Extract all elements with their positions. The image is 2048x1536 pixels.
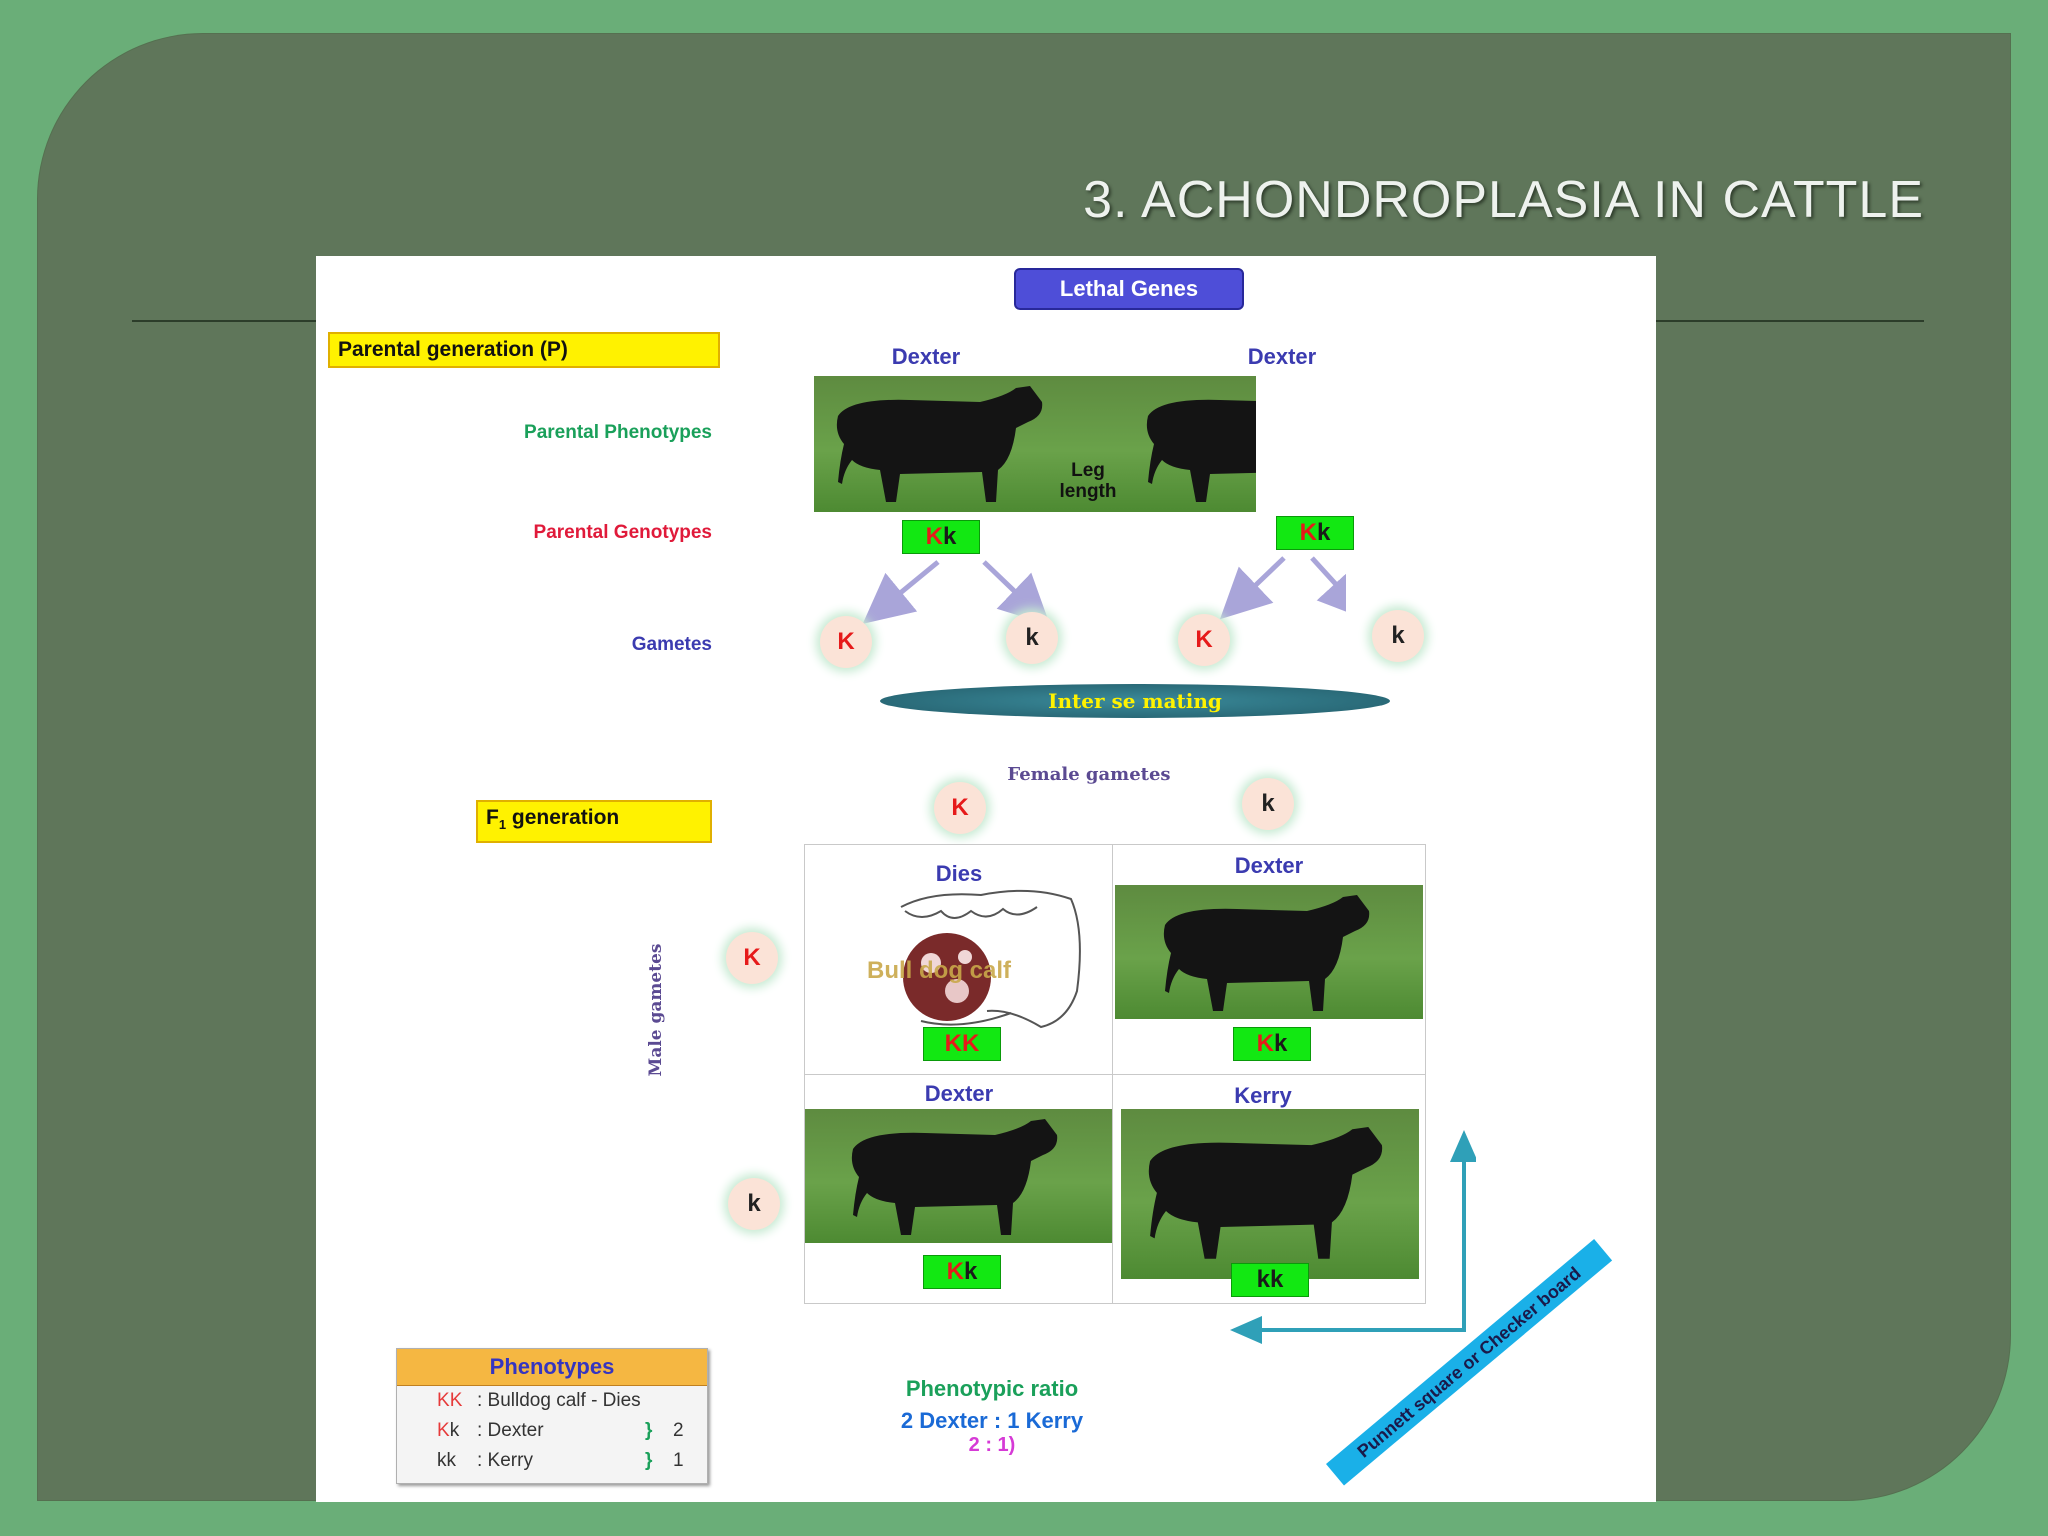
cell-Kk-bottom-photo	[805, 1109, 1113, 1243]
cow-image-4	[835, 1113, 1075, 1243]
parent-gamete-4: k	[1372, 610, 1424, 662]
bulldog-calf-label: Bull dog calf	[867, 957, 1067, 985]
punnett-cell-Kk-top: Dexter Kk	[1112, 844, 1426, 1076]
phenotypic-ratio-label: Phenotypic ratio	[856, 1376, 1128, 1402]
cow-image-2	[1140, 380, 1256, 510]
parent-1-genotype: Kk	[902, 520, 980, 554]
punnett-cell-KK: Dies Bull dog calf KK	[804, 844, 1114, 1076]
cell-kk-name: Kerry	[1113, 1083, 1413, 1109]
male-gamete-k: k	[728, 1178, 780, 1230]
punnett-axes	[1216, 1126, 1476, 1356]
phenotype-row-Kk: Kk : Dexter } 2	[397, 1416, 707, 1446]
inter-se-mating-label: Inter se mating	[880, 684, 1390, 718]
ratio-line: 2 Dexter : 1 Kerry	[856, 1408, 1128, 1434]
female-gamete-k: k	[1242, 778, 1294, 830]
phenotypes-table: Phenotypes KK : Bulldog calf - Dies Kk :…	[396, 1348, 708, 1484]
cell-Kk-top-photo	[1115, 885, 1423, 1019]
cell-KK-genotype: KK	[923, 1027, 1001, 1061]
cow-image-1	[830, 380, 1050, 510]
phenotype-row-KK: KK : Bulldog calf - Dies	[397, 1386, 707, 1416]
slide-title: 3. ACHONDROPLASIA IN CATTLE	[1083, 170, 1924, 230]
parental-phenotypes-label: Parental Phenotypes	[346, 422, 712, 444]
male-gametes-label: Male gametes	[646, 930, 666, 1090]
gamete-arrows	[856, 556, 1346, 666]
diagram-panel: Lethal Genes Parental generation (P) F1 …	[316, 256, 1656, 1502]
parent-2-name: Dexter	[1202, 344, 1362, 370]
parent-gamete-3: K	[1178, 614, 1230, 666]
parental-generation-label: Parental generation (P)	[328, 332, 720, 368]
punnett-cell-Kk-bottom: Dexter Kk	[804, 1074, 1114, 1304]
cell-Kk-top-genotype: Kk	[1233, 1027, 1311, 1061]
cell-Kk-bottom-name: Dexter	[805, 1081, 1113, 1107]
parent-gamete-2: k	[1006, 612, 1058, 664]
cell-Kk-bottom-genotype: Kk	[923, 1255, 1001, 1289]
parent-1-name: Dexter	[846, 344, 1006, 370]
f1-generation-label: F1 generation	[476, 800, 712, 843]
lethal-genes-label: Lethal Genes	[1014, 268, 1244, 310]
bulldog-calf-illustration	[891, 881, 1087, 1031]
female-gamete-K: K	[934, 782, 986, 834]
parental-genotypes-label: Parental Genotypes	[346, 522, 712, 544]
bracket-icon: }	[645, 1446, 652, 1476]
parent-gamete-1: K	[820, 616, 872, 668]
parent-2-genotype: Kk	[1276, 516, 1354, 550]
gametes-label: Gametes	[346, 634, 712, 656]
phenotypes-header: Phenotypes	[397, 1349, 707, 1386]
male-gamete-K: K	[726, 932, 778, 984]
phenotype-row-kk: kk : Kerry } 1	[397, 1446, 707, 1476]
female-gametes-label: Female gametes	[976, 764, 1202, 785]
ratio-numbers: 2 : 1)	[856, 1434, 1128, 1457]
cell-Kk-top-name: Dexter	[1113, 853, 1425, 879]
cow-image-3	[1147, 889, 1387, 1019]
bracket-icon: }	[645, 1416, 652, 1446]
